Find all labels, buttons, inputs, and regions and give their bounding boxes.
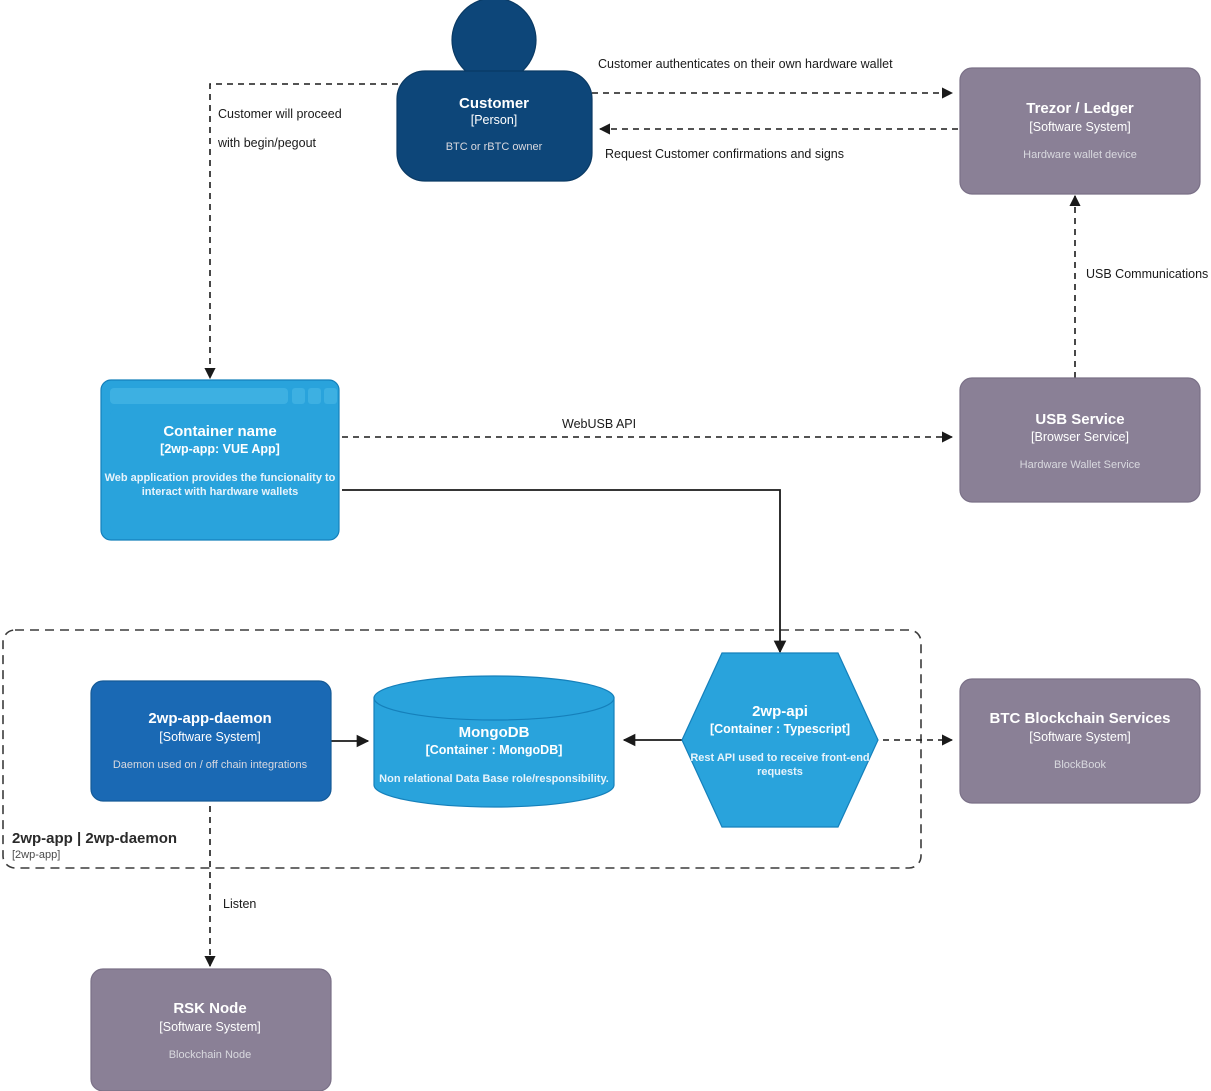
mongodb-title: MongoDB	[459, 724, 530, 741]
mongodb-cylinder-body	[373, 697, 615, 808]
usb-service-description: Hardware Wallet Service	[1020, 459, 1141, 471]
vue-app-titlebar-field	[110, 388, 288, 404]
edge-label-vue-to-usb: WebUSB API	[562, 417, 636, 431]
edge-label-usb-communications: USB Communications	[1086, 267, 1208, 281]
customer-description: BTC or rBTC owner	[446, 141, 543, 153]
vue-app-description-line1: Web application provides the funcionalit…	[105, 472, 336, 484]
group-boundary-title: 2wp-app | 2wp-daemon	[12, 830, 177, 847]
edge-vue-app-to-api	[342, 489, 787, 654]
node-rsk-node[interactable]: RSK Node [Software System] Blockchain No…	[90, 968, 332, 1091]
vue-app-title: Container name	[163, 423, 276, 440]
node-vue-app[interactable]: Container name [2wp-app: VUE App] Web ap…	[100, 379, 340, 541]
usb-service-type: [Browser Service]	[1031, 430, 1129, 444]
mongodb-description: Non relational Data Base role/responsibi…	[379, 773, 609, 785]
edge-label-trezor-to-customer: Request Customer confirmations and signs	[605, 147, 844, 161]
mongodb-type: [Container : MongoDB]	[426, 743, 563, 757]
node-mongodb[interactable]: MongoDB [Container : MongoDB] Non relati…	[373, 675, 615, 808]
edge-customer-to-vue-app	[204, 83, 398, 380]
group-boundary-2wp-app: 2wp-app | 2wp-daemon [2wp-app]	[2, 629, 922, 869]
edge-label-customer-to-vue-line2: with begin/pegout	[217, 136, 317, 150]
edge-label-customer-to-trezor: Customer authenticates on their own hard…	[598, 57, 893, 71]
edge-label-customer-to-vue-line1: Customer will proceed	[218, 107, 342, 121]
daemon-type: [Software System]	[159, 730, 260, 744]
btc-services-title: BTC Blockchain Services	[990, 710, 1171, 727]
customer-type: [Person]	[471, 113, 518, 127]
customer-body	[396, 70, 593, 182]
trezor-ledger-type: [Software System]	[1029, 120, 1130, 134]
vue-app-window-body	[110, 409, 337, 532]
trezor-ledger-description: Hardware wallet device	[1023, 149, 1137, 161]
btc-services-type: [Software System]	[1029, 730, 1130, 744]
usb-service-title: USB Service	[1035, 411, 1124, 428]
api-type: [Container : Typescript]	[710, 722, 850, 736]
node-usb-service[interactable]: USB Service [Browser Service] Hardware W…	[959, 377, 1201, 503]
api-hexagon	[681, 652, 879, 828]
rsk-node-title: RSK Node	[173, 1000, 246, 1017]
api-description-line1: Rest API used to receive front-end	[690, 752, 869, 764]
node-2wp-app-daemon[interactable]: 2wp-app-daemon [Software System] Daemon …	[90, 680, 332, 802]
rsk-node-description: Blockchain Node	[169, 1049, 252, 1061]
vue-app-window-dot-3	[324, 388, 337, 404]
edge-labels-layer: Customer authenticates on their own hard…	[217, 57, 1208, 911]
vue-app-window-dot-1	[292, 388, 305, 404]
customer-title: Customer	[459, 95, 529, 112]
edge-label-listen: Listen	[223, 897, 256, 911]
btc-services-description: BlockBook	[1054, 759, 1106, 771]
daemon-box	[90, 680, 332, 802]
customer-head	[451, 0, 537, 83]
daemon-description: Daemon used on / off chain integrations	[113, 759, 308, 771]
rsk-node-type: [Software System]	[159, 1020, 260, 1034]
vue-app-description-line2: interact with hardware wallets	[142, 486, 299, 498]
mongodb-cylinder-top	[373, 675, 615, 721]
btc-services-box	[959, 678, 1201, 804]
api-title: 2wp-api	[752, 703, 808, 720]
rsk-node-box	[90, 968, 332, 1091]
trezor-ledger-box	[959, 67, 1201, 195]
vue-app-window-dot-2	[308, 388, 321, 404]
node-customer[interactable]: Customer [Person] BTC or rBTC owner	[396, 0, 593, 182]
api-description-line2: requests	[757, 766, 803, 778]
node-trezor-ledger[interactable]: Trezor / Ledger [Software System] Hardwa…	[959, 67, 1201, 195]
node-2wp-api[interactable]: 2wp-api [Container : Typescript] Rest AP…	[681, 652, 879, 828]
vue-app-type: [2wp-app: VUE App]	[160, 442, 280, 456]
node-btc-blockchain-services[interactable]: BTC Blockchain Services [Software System…	[959, 678, 1201, 804]
group-boundary-type: [2wp-app]	[12, 849, 60, 861]
daemon-title: 2wp-app-daemon	[148, 710, 271, 727]
trezor-ledger-title: Trezor / Ledger	[1026, 100, 1134, 117]
usb-service-box	[959, 377, 1201, 503]
